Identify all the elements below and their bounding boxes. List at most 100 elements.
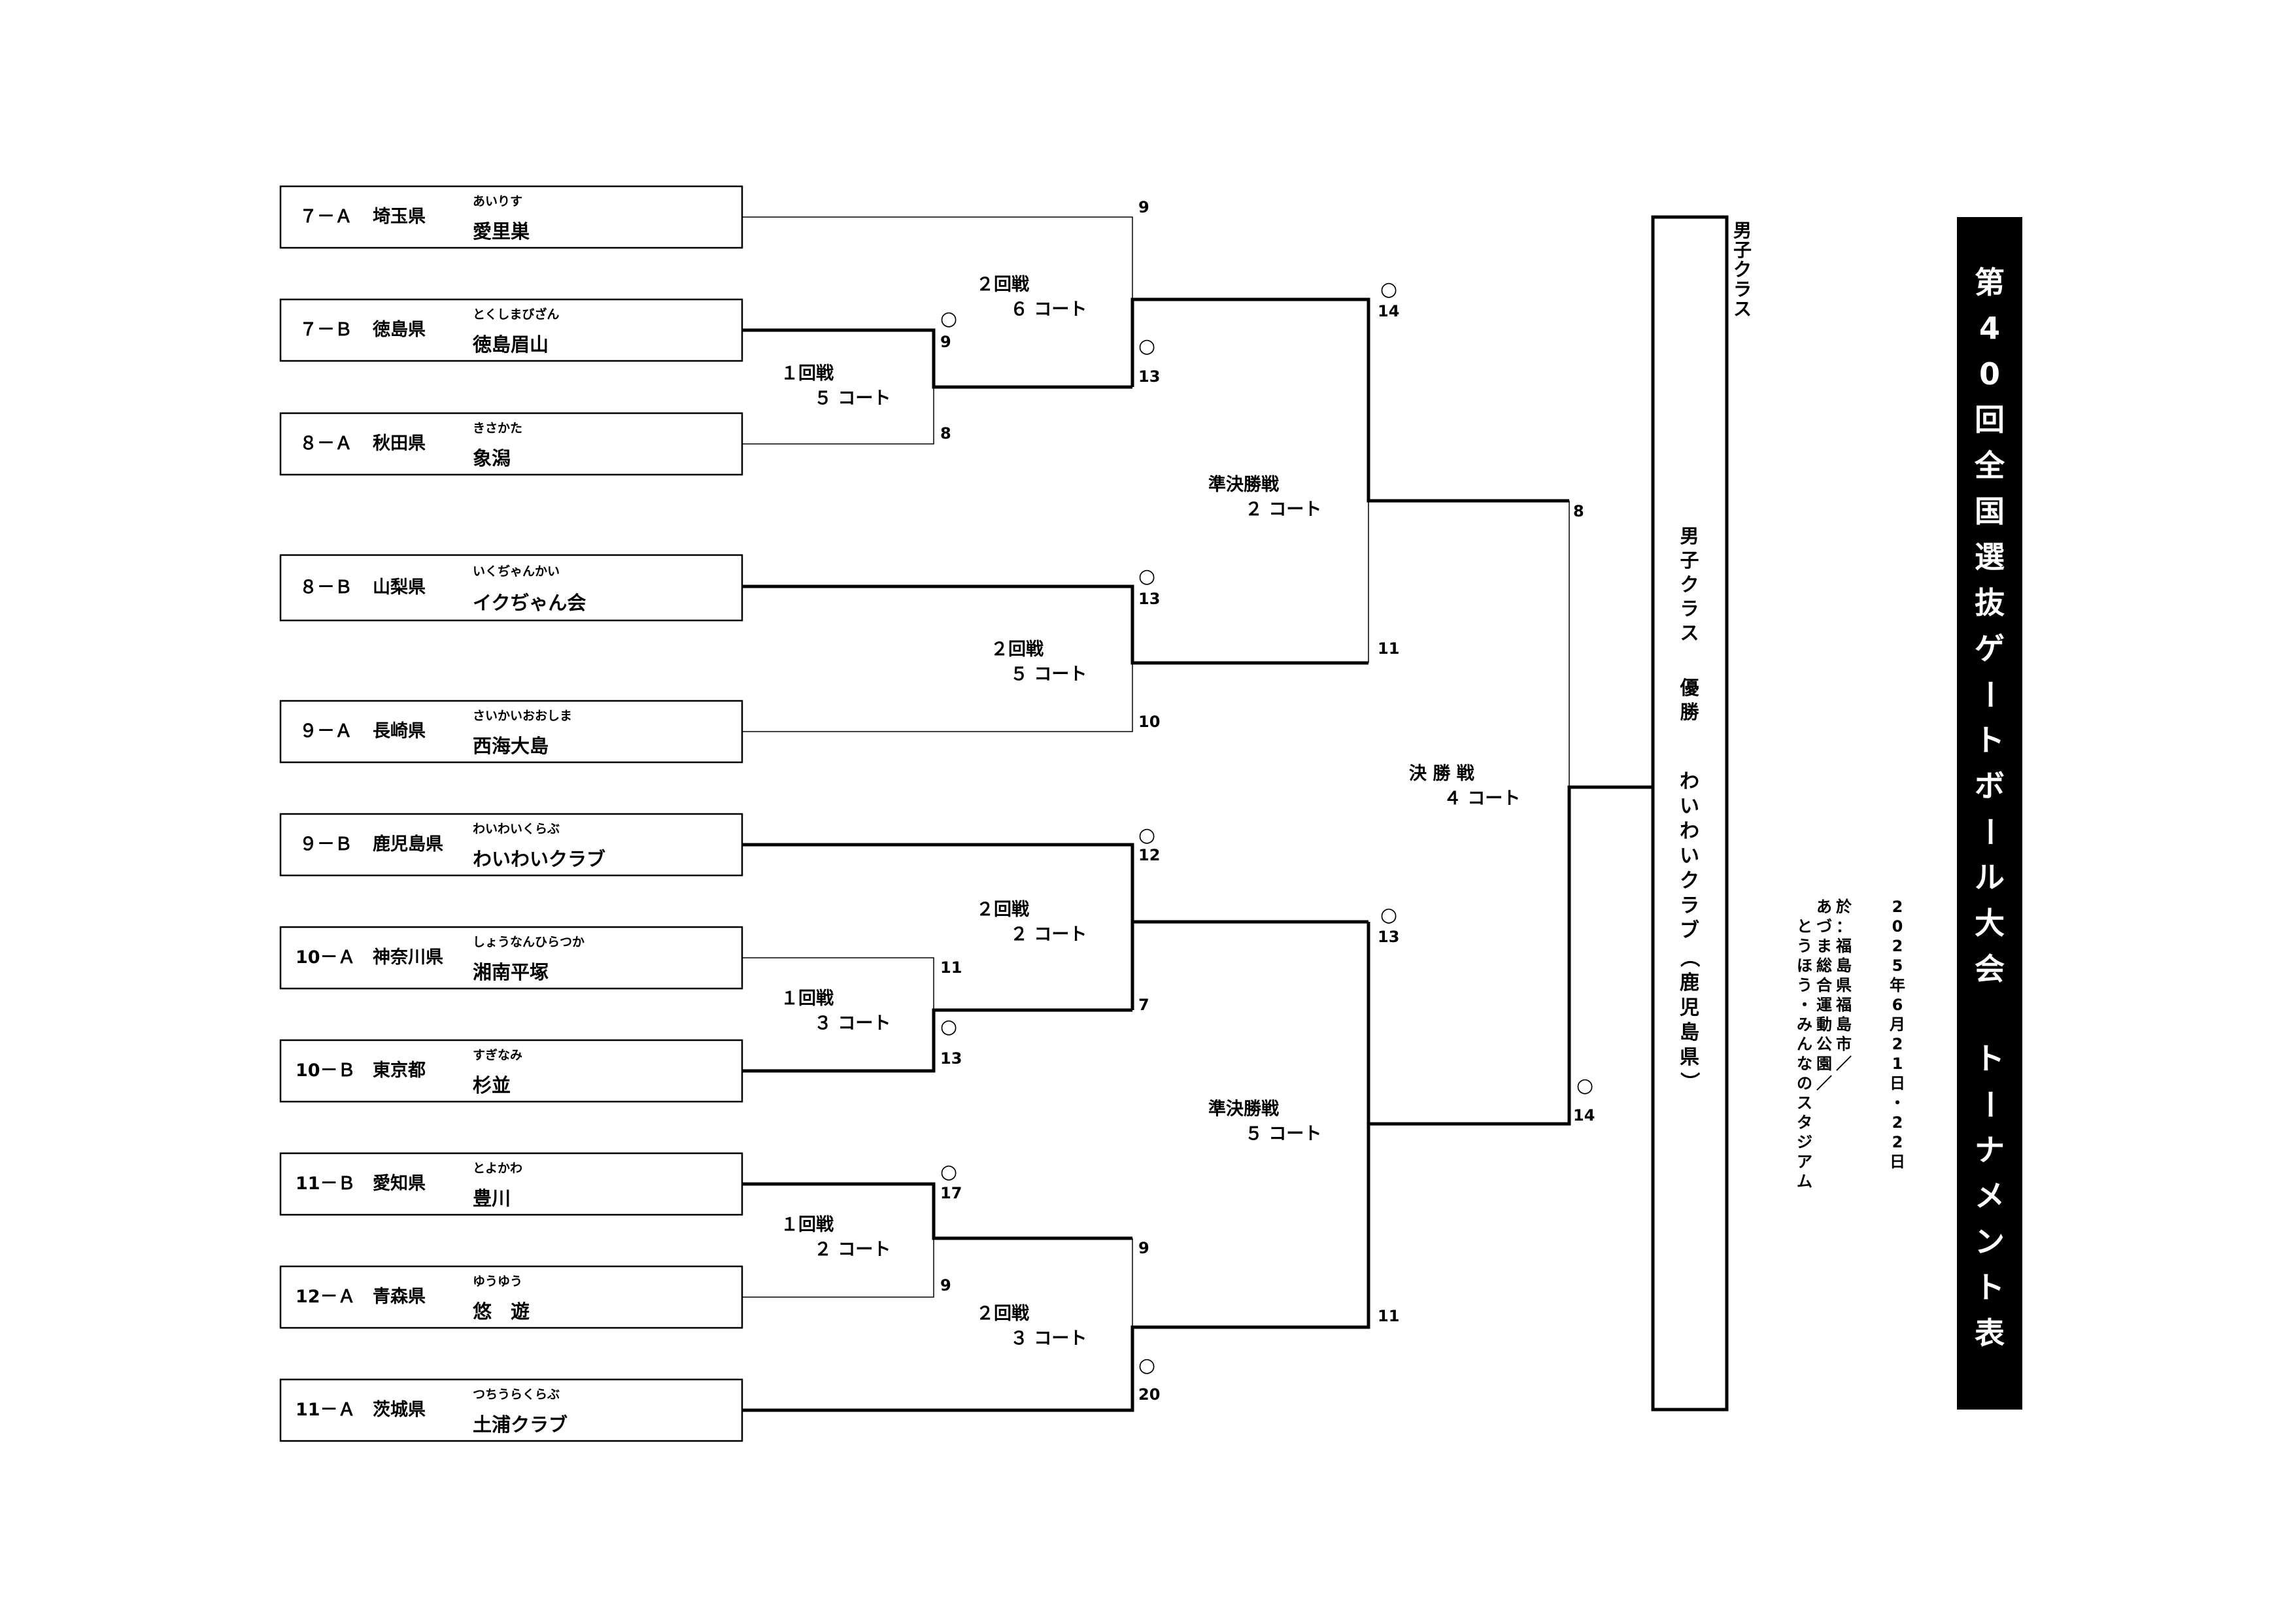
title-char: 会 [1975,951,2005,987]
team-prefecture: 鹿児島県 [373,834,443,854]
round-name: １回戦 [781,364,834,384]
subtitle-char: ナ [1975,1132,2005,1168]
venue-char: 島 [1836,956,1852,975]
court-label: ５ コート [1010,664,1087,685]
score: 10 [1138,713,1160,731]
venue-char: あ [1816,898,1832,916]
round-name: ２回戦 [976,275,1029,295]
team-entry-2: ７－Ｂ 徳島県 とくしまびざん 徳島眉山 [279,298,743,362]
team-prefecture: 徳島県 [372,320,426,340]
title-char: 国 [1975,494,2005,529]
team-seed: 12－Ａ [296,1287,356,1307]
win-mark: ○ [1138,1354,1155,1377]
winner-team-char: わ [1680,820,1699,843]
team-name: 西海大島 [473,735,549,757]
team-entry-5: ９－Ａ 長崎県 さいかいおおしま 西海大島 [279,700,743,764]
date-char: 6 [1892,996,1903,1014]
team-prefecture: 山梨県 [373,577,426,598]
score: 14 [1378,302,1399,320]
score: 13 [1378,928,1399,946]
winner-pref-char: 鹿 [1680,972,1699,994]
score: 8 [1573,502,1584,520]
venue-char: ／ [1816,1074,1832,1092]
score: 13 [1138,590,1160,608]
team-entry-1: ７－Ａ 埼玉県 あいりす 愛里巣 [279,185,743,249]
title-char: ボ [1975,768,2005,804]
team-prefecture: 秋田県 [373,433,426,454]
win-mark: ○ [1576,1074,1593,1097]
round-name: １回戦 [781,989,834,1009]
venue-char: み [1797,1015,1812,1034]
team-entry-6: ９－Ｂ 鹿児島県 わいわいくらぶ わいわいクラブ [279,813,743,877]
winner-box [1651,215,1729,1412]
team-kana: あいりす [473,194,522,209]
score: 9 [940,333,951,351]
title-char: 回 [1975,402,2005,437]
title-char: 抜 [1975,585,2005,620]
team-prefecture: 青森県 [373,1287,426,1307]
venue-char: の [1797,1074,1812,1092]
team-name: 象潟 [473,447,511,469]
score: 11 [940,958,962,977]
team-kana: さいかいおおしま [473,709,572,723]
court-label: ３ コート [814,1013,891,1034]
subtitle-char: ン [1975,1224,2005,1259]
winner-pref-char: 県 [1680,1046,1699,1069]
venue-char: タ [1797,1113,1812,1132]
team-seed: 10－Ａ [296,947,356,968]
venue-char: 園 [1816,1055,1832,1073]
title-char: 選 [1975,539,2005,575]
winner-pref-char: 島 [1680,1021,1699,1044]
win-mark: ○ [1138,335,1155,358]
venue-char: 於 [1836,898,1852,916]
class-label-char: ス [1733,298,1752,320]
venue-char: ジ [1797,1133,1812,1151]
team-name: 土浦クラブ [473,1413,568,1436]
winner-team-char: ラ [1680,894,1699,917]
score: 12 [1138,846,1160,864]
team-entry-7: 10－Ａ 神奈川県 しょうなんひらつか 湘南平塚 [279,926,743,990]
date-char: 年 [1890,976,1905,994]
winner-pref-char: ） [1678,1072,1701,1092]
score: 20 [1138,1385,1160,1404]
score: 11 [1378,1307,1399,1325]
title-block [1957,217,2022,1410]
court-label: ５ コート [814,388,891,409]
winner-team-char: い [1680,845,1699,868]
date-char: 1 [1892,1055,1903,1073]
subtitle-char: ト [1975,1041,2005,1076]
venue-char: 動 [1816,1015,1832,1034]
team-kana: しょうなんひらつか [473,935,585,949]
venue-char: 福 [1835,937,1852,955]
date-char: 5 [1892,956,1903,975]
score: 7 [1138,996,1149,1014]
court-label: ２ コート [1010,924,1087,945]
venue-char: 公 [1816,1035,1832,1053]
venue-char: ほ [1797,956,1812,975]
class-label-char: 男 [1733,220,1752,241]
winner-team-char: い [1680,795,1699,818]
title-char: ル [1975,860,2005,895]
class-label-char: 子 [1733,239,1752,261]
team-kana: とくしまびざん [473,307,559,322]
round-name: ２回戦 [991,639,1044,660]
team-seed: ９－Ｂ [299,834,352,854]
winner-class-char: 男 [1680,525,1699,547]
venue-char: ア [1797,1153,1812,1171]
team-prefecture: 神奈川県 [373,947,443,968]
date-char: 2 [1892,898,1903,916]
win-markers: ○ ○ ○ ○ ○ ○ ○ ○ ○ ○ [940,278,1593,1377]
team-prefecture: 埼玉県 [373,207,426,227]
court-label: ４ コート [1444,788,1520,809]
team-prefecture: 茨城県 [373,1400,426,1420]
title-char: 大 [1975,905,2005,941]
team-entry-3: ８－Ａ 秋田県 きさかた 象潟 [279,412,743,476]
round-labels: １回戦 ５ コート ２回戦 ６ コート ２回戦 ５ コート 準決勝戦 ２ コート… [781,275,1520,1349]
team-name: 湘南平塚 [473,961,549,983]
winner-class-char: ラ [1680,598,1699,620]
venue-char: ん [1797,1035,1812,1053]
court-label: ６ コート [1010,299,1087,320]
venue-char: 合 [1816,976,1833,994]
